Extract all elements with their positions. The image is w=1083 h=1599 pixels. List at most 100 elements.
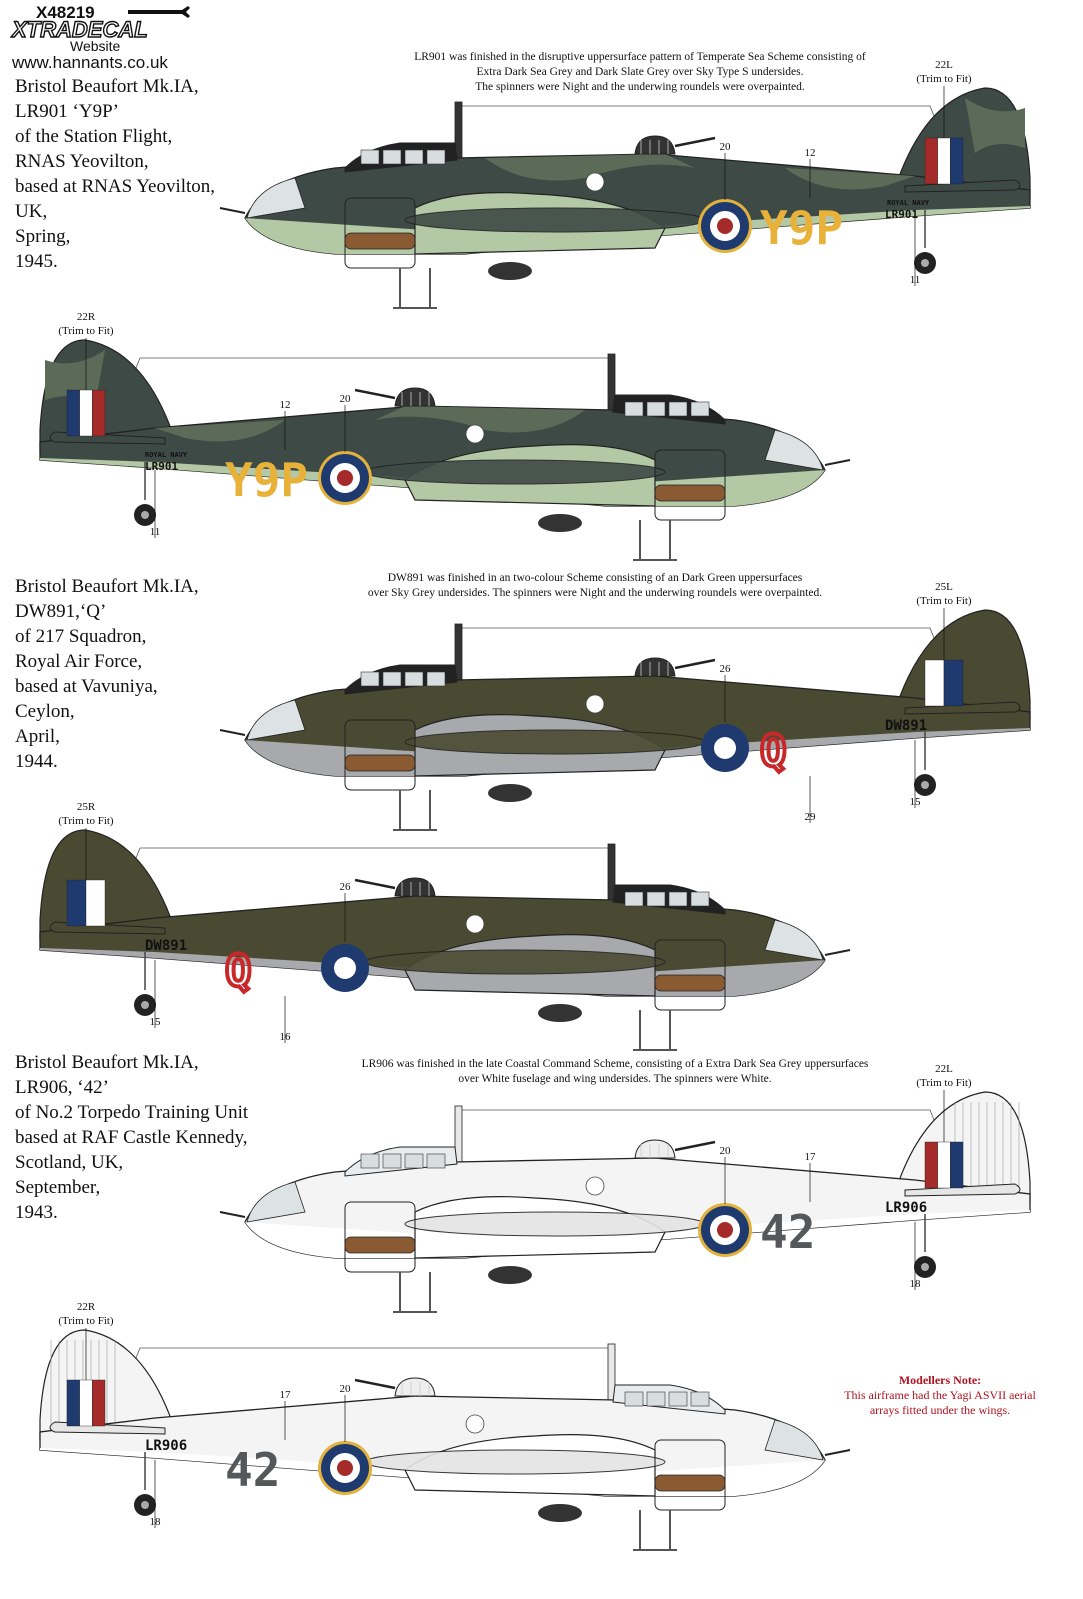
turret-guns (674, 136, 716, 148)
main-wheel (488, 784, 532, 802)
airframe (219, 1091, 1031, 1313)
modellers-note: Modellers Note: This airframe had the Ya… (844, 1373, 1036, 1417)
dorsal-turret (394, 1377, 436, 1397)
canopy-pane (646, 401, 666, 417)
fin-flash-stripe (950, 1141, 964, 1189)
camouflage-patch (785, 168, 915, 190)
airframe (39, 339, 851, 561)
website-label: Website (70, 38, 121, 54)
callout-trim-note: (Trim to Fit) (916, 73, 972, 85)
nose-gun (824, 949, 851, 956)
antenna-wire (126, 357, 610, 391)
camouflage-patch (965, 98, 1025, 153)
canopy-pane (360, 671, 380, 687)
canopy-pane (382, 671, 402, 687)
canopy-pane (404, 149, 424, 165)
callout-fin-flash: 22R (77, 311, 96, 323)
nose-gun (219, 1211, 246, 1218)
main-landing-gear (393, 790, 437, 831)
canopy-pane (668, 401, 688, 417)
main-wheel (488, 1266, 532, 1284)
dorsal-turret (394, 387, 436, 407)
airframe (39, 1329, 851, 1551)
callout-fuselage-code: 17 (280, 1389, 292, 1401)
wing (404, 1211, 706, 1237)
tail-wheel-hub (141, 511, 149, 519)
roundel-white-ring (334, 957, 356, 979)
fin-flash-stripe (92, 1379, 106, 1427)
website-url[interactable]: www.hannants.co.uk (12, 53, 168, 72)
callout-fuselage-code: 29 (805, 811, 817, 823)
callout-fuselage-code: 16 (280, 1031, 292, 1043)
canopy-pane (646, 1391, 666, 1407)
exhaust-collector (344, 1236, 416, 1254)
canopy-pane (624, 1391, 644, 1407)
nose-gun (219, 729, 246, 736)
main-landing-gear (393, 268, 437, 309)
main-landing-gear (633, 520, 677, 561)
engine-cowl (344, 1201, 416, 1273)
tailplane (904, 701, 1021, 715)
callout-serial: 18 (150, 1516, 162, 1528)
main-wheel (538, 1004, 582, 1022)
markings: 42 LR906 (698, 1141, 964, 1259)
dorsal-turret (634, 135, 676, 155)
camouflage-patch (485, 154, 695, 181)
caption-lr906: Bristol Beaufort Mk.IA,LR906, ‘42’of No.… (15, 1052, 249, 1223)
tail-wheel-hub (921, 259, 929, 267)
callout-serial: 18 (910, 1278, 922, 1290)
engine-cowl (344, 719, 416, 791)
fuselage-code: 42 (760, 1205, 815, 1259)
callout-trim-note: (Trim to Fit) (58, 325, 114, 337)
airframe (39, 829, 851, 1051)
royal-navy-stencil: ROYAL NAVY (887, 199, 930, 207)
callout-roundel: 20 (720, 1145, 732, 1157)
callout-roundel: 20 (720, 141, 732, 153)
callout-serial: 15 (910, 796, 922, 808)
roundel-red-centre (337, 470, 353, 486)
engine-cowl (654, 1439, 726, 1511)
antenna-wire (126, 847, 610, 881)
canopy-pane (690, 891, 710, 907)
serial-number: LR901 (145, 460, 178, 473)
callout-fin-flash: 22L (935, 59, 953, 71)
main-wheel (488, 262, 532, 280)
fin-flash-stripe (66, 389, 80, 437)
turret-guns (674, 1140, 716, 1152)
serial-number: LR906 (885, 1200, 927, 1216)
nose-gun (824, 459, 851, 466)
turret-guns (354, 1378, 396, 1390)
fuselage-code: Q (225, 946, 252, 997)
exhaust-collector (654, 1474, 726, 1492)
callout-roundel: 20 (340, 1383, 352, 1395)
camouflage-patch (155, 420, 285, 442)
plane-silhouette-icon (128, 6, 190, 18)
canopy-pane (646, 891, 666, 907)
canopy-pane (624, 401, 644, 417)
nose-gun (219, 207, 246, 214)
callout-fin-flash: 25R (77, 801, 96, 813)
antenna-wire (126, 1347, 610, 1381)
tail-wheel-hub (921, 1263, 929, 1271)
main-wheel (538, 1504, 582, 1522)
tail-wheel-hub (141, 1501, 149, 1509)
tail-wheel-hub (141, 1001, 149, 1009)
dorsal-turret (634, 657, 676, 677)
nose-glazing (764, 919, 824, 961)
canopy-pane (404, 1153, 424, 1169)
exhaust-collector (344, 754, 416, 772)
caption-lr901: Bristol Beaufort Mk.IA,LR901 ‘Y9P’of the… (15, 76, 216, 272)
tailplane (904, 1183, 1021, 1197)
fuselage-code: 42 (225, 1443, 280, 1497)
